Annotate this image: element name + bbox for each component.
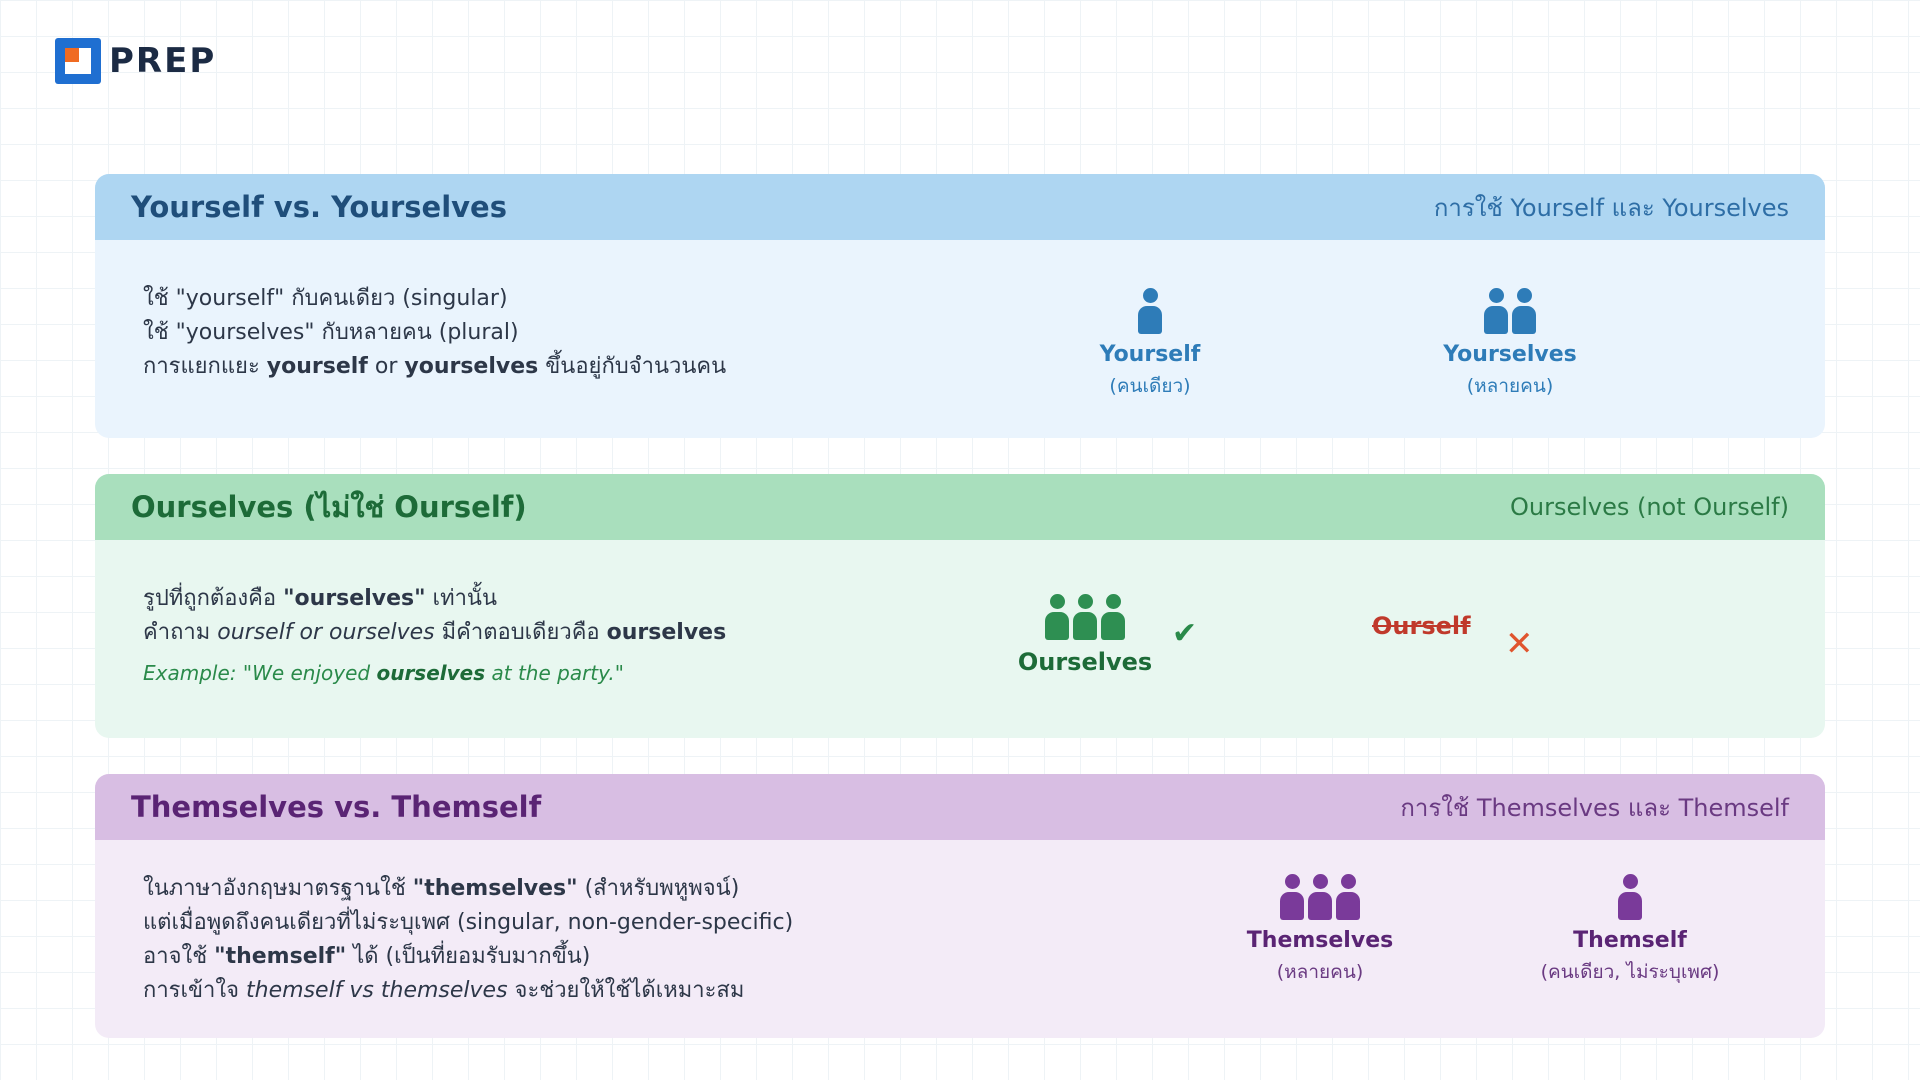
figure-note: (คนเดียว) <box>1109 375 1191 397</box>
figure-label: Themself <box>1573 928 1687 953</box>
section-subtitle: การใช้ Themselves และ Themself <box>1400 793 1789 822</box>
section-title: Ourselves (ไม่ใช่ Ourself) <box>131 490 527 524</box>
themselves-figure: Themselves (หลายคน) <box>1230 870 1410 987</box>
themselves-section-header: Themselves vs. Themself การใช้ Themselve… <box>95 774 1825 840</box>
figure-note: (หลายคน) <box>1276 961 1364 983</box>
ourselves-section: Ourselves (ไม่ใช่ Ourself) Ourselves (no… <box>95 474 1825 738</box>
text-line: ใช้ "yourself" กับคนเดียว (singular) <box>143 286 508 311</box>
themself-figure: Themself (คนเดียว, ไม่ระบุเพศ) <box>1520 870 1740 987</box>
check-icon: ✔ <box>1172 616 1198 651</box>
explanation-text: รูปที่ถูกต้องคือ "ourselves" เท่านั้น คำ… <box>143 582 726 690</box>
person-icon <box>1520 870 1740 920</box>
text-line: ใช้ "yourselves" กับหลายคน (plural) <box>143 320 519 345</box>
yourself-figure: Yourself (คนเดียว) <box>1080 284 1220 401</box>
figure-label: Themselves <box>1246 928 1394 953</box>
yourself-section-header: Yourself vs. Yourselves การใช้ Yourself … <box>95 174 1825 240</box>
figure-label: Ourselves <box>1017 648 1153 676</box>
figure-label: Yourself <box>1099 342 1201 367</box>
section-subtitle: การใช้ Yourself และ Yourselves <box>1433 193 1789 222</box>
text-line: ในภาษาอังกฤษมาตรฐานใช้ "themselves" (สำห… <box>143 876 740 901</box>
text-line: แต่เมื่อพูดถึงคนเดียวที่ไม่ระบุเพศ (sing… <box>143 910 794 935</box>
text-line: คำถาม ourself or ourselves มีคำตอบเดียวค… <box>143 620 727 645</box>
ourselves-section-body: รูปที่ถูกต้องคือ "ourselves" เท่านั้น คำ… <box>95 540 1825 738</box>
figure-note: (หลายคน) <box>1466 375 1554 397</box>
group-icon <box>995 590 1175 640</box>
section-subtitle: Ourselves (not Ourself) <box>1509 493 1789 521</box>
yourselves-figure: Yourselves (หลายคน) <box>1425 284 1595 401</box>
text-line: การเข้าใจ themself vs themselves จะช่วยใ… <box>143 978 745 1003</box>
logo-text: PREP <box>109 41 217 81</box>
text-line: รูปที่ถูกต้องคือ "ourselves" เท่านั้น <box>143 586 498 611</box>
ourselves-section-header: Ourselves (ไม่ใช่ Ourself) Ourselves (no… <box>95 474 1825 540</box>
prep-logo-icon <box>55 38 101 84</box>
themselves-section: Themselves vs. Themself การใช้ Themselve… <box>95 774 1825 1038</box>
explanation-text: ใช้ "yourself" กับคนเดียว (singular) ใช้… <box>143 282 726 384</box>
figure-label: Yourselves <box>1443 342 1577 367</box>
two-people-icon <box>1425 284 1595 334</box>
group-icon <box>1230 870 1410 920</box>
explanation-text: ในภาษาอังกฤษมาตรฐานใช้ "themselves" (สำห… <box>143 872 793 1008</box>
prep-logo: PREP <box>55 38 216 84</box>
yourself-section-body: ใช้ "yourself" กับคนเดียว (singular) ใช้… <box>95 240 1825 438</box>
figure-note: (คนเดียว, ไม่ระบุเพศ) <box>1540 961 1720 983</box>
section-title: Yourself vs. Yourselves <box>131 190 507 224</box>
themselves-section-body: ในภาษาอังกฤษมาตรฐานใช้ "themselves" (สำห… <box>95 840 1825 1038</box>
yourself-section: Yourself vs. Yourselves การใช้ Yourself … <box>95 174 1825 438</box>
section-title: Themselves vs. Themself <box>131 790 542 824</box>
text-line: การแยกแยะ yourself or yourselves ขึ้นอยู… <box>143 354 727 379</box>
text-line: อาจใช้ "themself" ได้ (เป็นที่ยอมรับมากข… <box>143 944 591 969</box>
wrong-form-label: Ourself <box>1372 612 1471 640</box>
cross-icon: ✕ <box>1505 624 1534 664</box>
ourselves-figure: Ourselves <box>995 590 1175 676</box>
example-sentence: Example: "We enjoyed ourselves at the pa… <box>143 661 624 685</box>
person-icon <box>1080 284 1220 334</box>
